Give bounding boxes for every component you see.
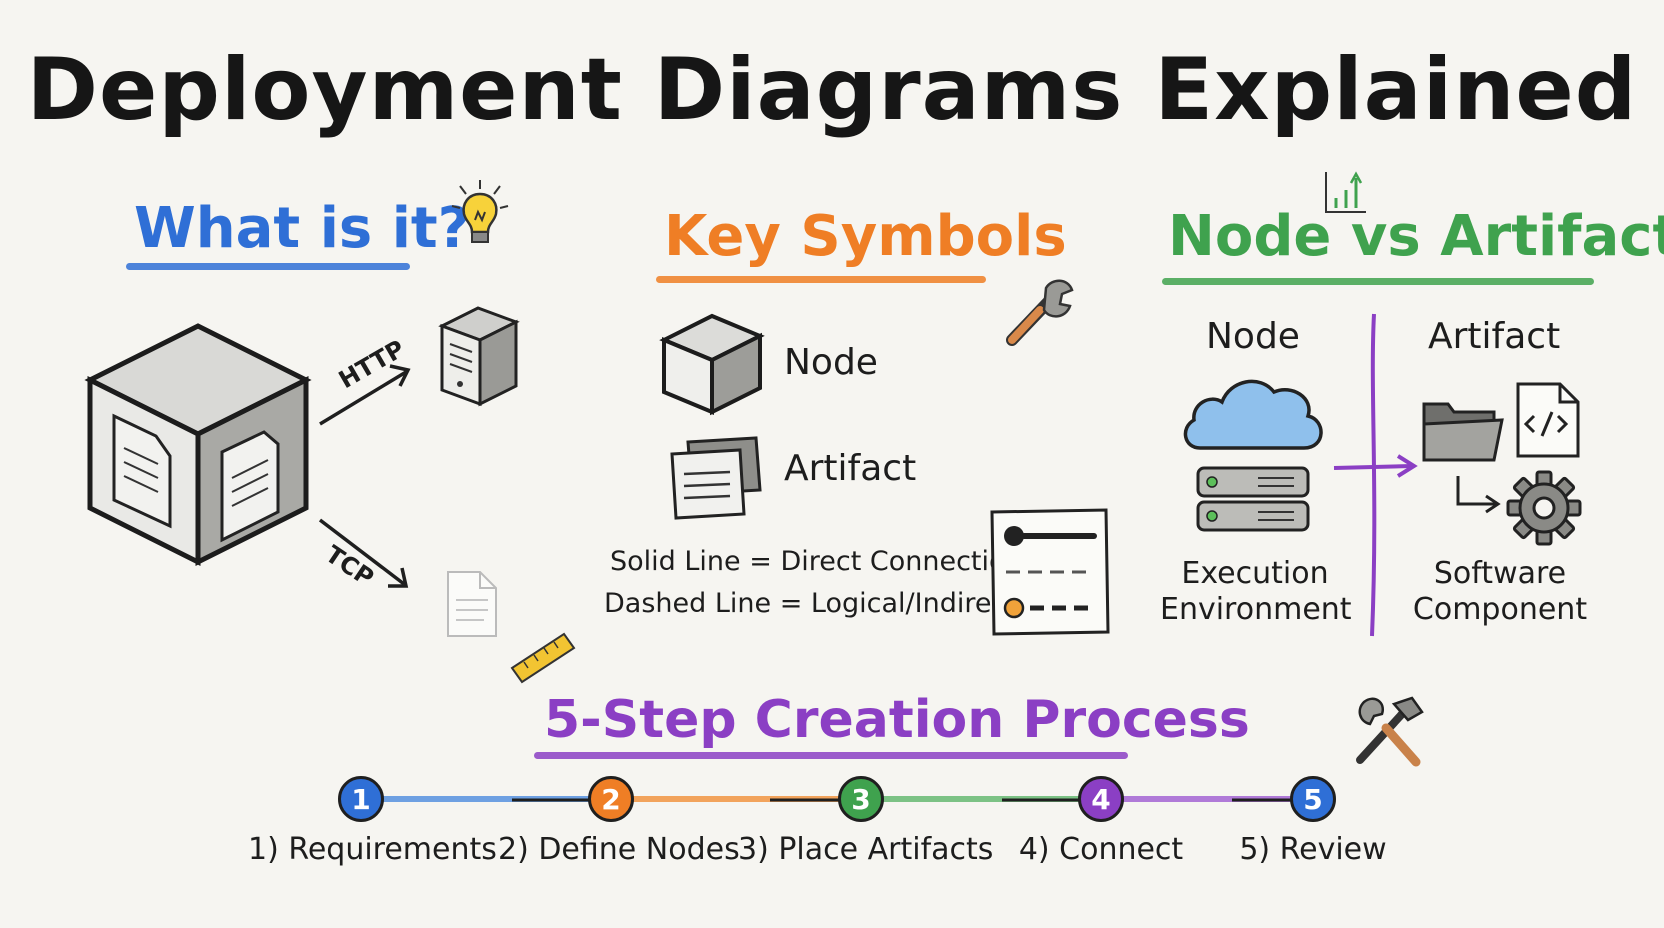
wrench-icon xyxy=(1006,279,1074,346)
step-2-circle: 2 xyxy=(588,776,634,822)
chart-icon xyxy=(1325,171,1366,213)
step-1-circle: 1 xyxy=(338,776,384,822)
symbol-artifact-label: Artifact xyxy=(784,448,917,489)
ruler-icon xyxy=(510,632,576,684)
compare-underline xyxy=(1162,278,1594,285)
process-heading: 5-Step Creation Process xyxy=(544,690,1250,750)
symbols-heading: Key Symbols xyxy=(664,204,1067,269)
step-1-label: 1) Requirements xyxy=(248,832,497,867)
line-legend-card xyxy=(990,508,1110,636)
server-icon xyxy=(438,306,520,407)
process-timeline xyxy=(362,796,1312,802)
flow-arrow-icon xyxy=(1456,476,1501,514)
step-5-circle: 5 xyxy=(1290,776,1336,822)
document-icon xyxy=(447,571,497,637)
symbols-underline xyxy=(656,276,986,283)
step-5-label: 5) Review xyxy=(1239,832,1387,867)
cloud-icon xyxy=(1183,379,1323,450)
compare-divider xyxy=(1333,313,1418,637)
lightbulb-icon xyxy=(451,180,509,243)
what-underline xyxy=(126,263,410,270)
compare-heading: Node vs Artifact xyxy=(1168,204,1664,269)
compare-artifact-title: Artifact xyxy=(1428,316,1561,357)
node-caption-line-2: Environment xyxy=(1160,592,1352,627)
symbol-node-label: Node xyxy=(784,342,878,383)
compare-node-title: Node xyxy=(1206,316,1300,357)
step-3-circle: 3 xyxy=(838,776,884,822)
step-4-label: 4) Connect xyxy=(1018,832,1184,867)
artifact-caption-line-2: Component xyxy=(1412,592,1588,627)
process-underline xyxy=(534,752,1128,759)
step-3-label: 3) Place Artifacts xyxy=(738,832,994,867)
step-2-label: 2) Define Nodes xyxy=(498,832,740,867)
code-file-icon xyxy=(1516,382,1580,458)
gear-icon xyxy=(1506,470,1582,546)
folder-icon xyxy=(1422,402,1504,462)
dashed-line-legend: Dashed Line = Logical/Indirect xyxy=(604,588,1017,619)
hammer-wrench-icon xyxy=(1356,696,1424,767)
solid-line-legend: Solid Line = Direct Connection xyxy=(610,546,1023,577)
page-title: Deployment Diagrams Explained xyxy=(26,40,1638,140)
artifact-caption-line-1: Software xyxy=(1433,556,1567,591)
what-heading: What is it? xyxy=(134,196,471,261)
node-cube-illustration xyxy=(84,323,312,567)
node-caption: Execution Environment xyxy=(1160,556,1352,628)
node-caption-line-1: Execution xyxy=(1181,556,1329,591)
document-icon xyxy=(112,413,172,529)
artifact-symbol-icon xyxy=(670,436,762,520)
connection-arrows xyxy=(318,364,411,588)
artifact-caption: Software Component xyxy=(1400,556,1600,628)
node-symbol-icon xyxy=(659,313,765,416)
step-4-circle: 4 xyxy=(1078,776,1124,822)
server-icon xyxy=(1196,466,1310,532)
